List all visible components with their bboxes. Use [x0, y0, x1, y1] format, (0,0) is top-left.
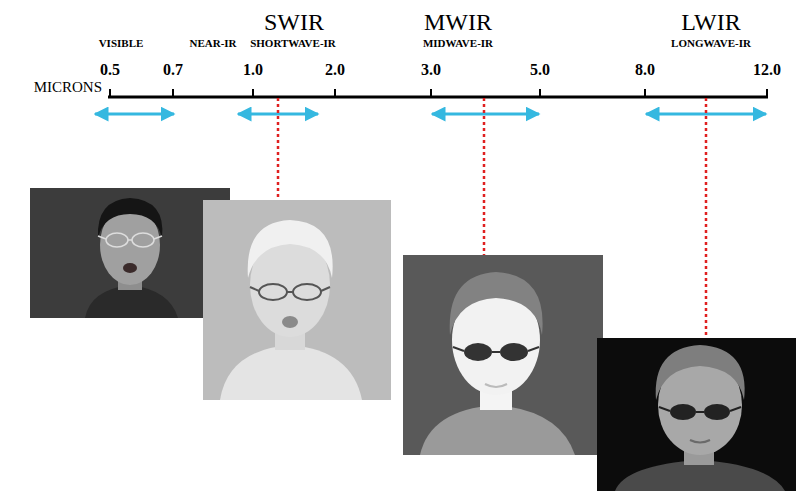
axis-ticks	[110, 89, 767, 97]
band-name: VISIBLE	[99, 38, 144, 49]
lwir-face-image	[597, 338, 796, 491]
tick-value: 0.5	[100, 62, 120, 78]
swir-face-image	[203, 200, 391, 400]
band-heading: MWIR	[424, 10, 492, 34]
band-heading: LWIR	[681, 10, 741, 34]
axis-line	[108, 96, 768, 99]
band-name: MIDWAVE-IR	[423, 38, 493, 49]
band-heading: SWIR	[264, 10, 324, 34]
axis-unit: MICRONS	[34, 80, 102, 95]
tick-value: 2.0	[325, 62, 345, 78]
band-name: SHORTWAVE-IR	[250, 38, 336, 49]
mwir-face-image	[403, 255, 603, 455]
tick-value: 0.7	[163, 62, 183, 78]
tick-value: 1.0	[243, 62, 263, 78]
band-name: NEAR-IR	[189, 38, 236, 49]
band-name: LONGWAVE-IR	[671, 38, 751, 49]
tick-value: 12.0	[753, 62, 781, 78]
tick-value: 5.0	[530, 62, 550, 78]
tick-value: 8.0	[635, 62, 655, 78]
visible-face-image	[30, 188, 230, 318]
tick-value: 3.0	[421, 62, 441, 78]
band-arrows	[95, 113, 766, 116]
